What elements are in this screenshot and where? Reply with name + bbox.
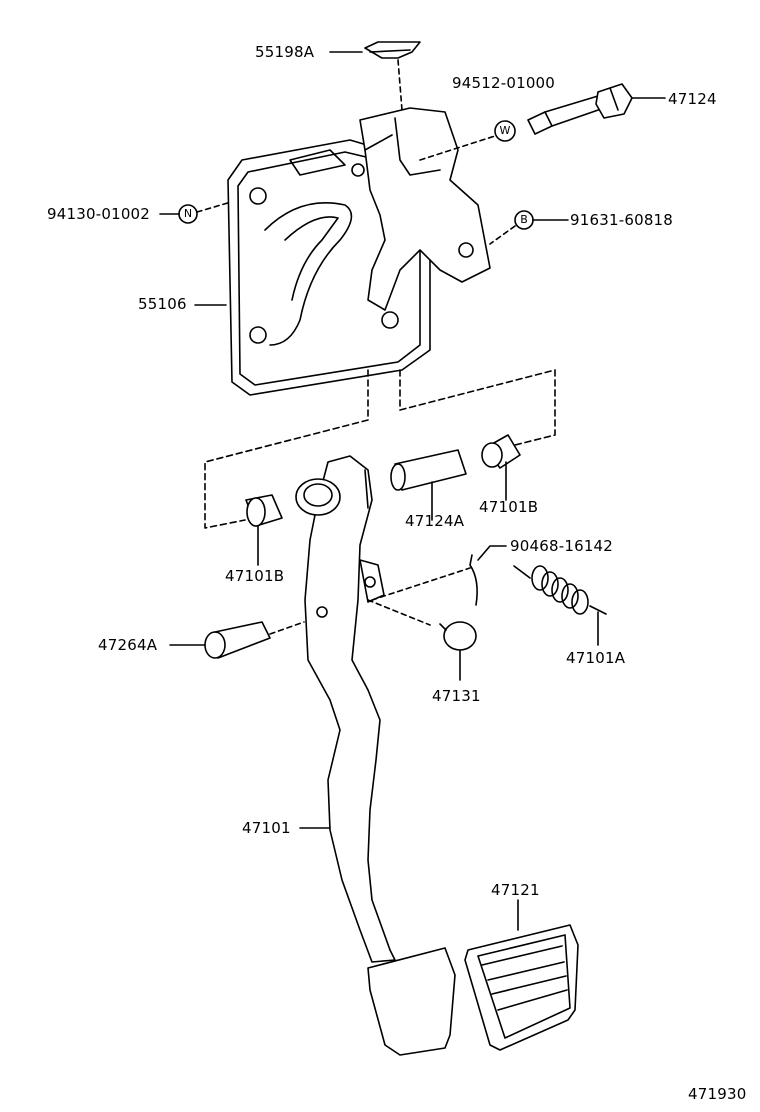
- washer-94512: [495, 121, 515, 141]
- stopper-47131: [440, 622, 476, 680]
- label-94130: 94130-01002: [47, 205, 151, 223]
- bushing-47101b-left: [246, 495, 282, 565]
- bolt-91631: [490, 211, 568, 244]
- clip-55198a: [330, 42, 420, 58]
- bolt-47124: [528, 84, 665, 134]
- label-47101a: 47101A: [566, 649, 626, 667]
- pedal-pad-47121: [465, 900, 578, 1050]
- bracket-55106: [195, 60, 495, 395]
- ref-b: B: [520, 213, 528, 226]
- figure-number: 471930: [688, 1085, 747, 1103]
- assembly-guide-lines: [205, 370, 555, 528]
- label-55106: 55106: [138, 295, 187, 313]
- label-91631: 91631-60818: [570, 211, 674, 229]
- label-47131: 47131: [432, 687, 481, 705]
- pin-47264a: [170, 622, 270, 658]
- collar-47124a: [391, 450, 466, 520]
- label-55198a: 55198A: [255, 43, 315, 61]
- pedal-arm-47101: [270, 456, 470, 1055]
- ref-n: N: [183, 207, 193, 220]
- label-90468: 90468-16142: [510, 537, 614, 555]
- ref-w: W: [499, 124, 511, 137]
- label-47101b-right: 47101B: [479, 498, 539, 516]
- spring-47101a: [514, 566, 606, 645]
- bushing-47101b-right: [482, 435, 520, 500]
- clip-90468: [470, 546, 506, 605]
- label-47124a: 47124A: [405, 512, 465, 530]
- label-47101: 47101: [242, 819, 291, 837]
- label-47101b-left: 47101B: [225, 567, 285, 585]
- label-47124: 47124: [668, 90, 717, 108]
- label-47264a: 47264A: [98, 636, 158, 654]
- label-94512: 94512-01000: [452, 74, 556, 92]
- label-47121: 47121: [491, 881, 540, 899]
